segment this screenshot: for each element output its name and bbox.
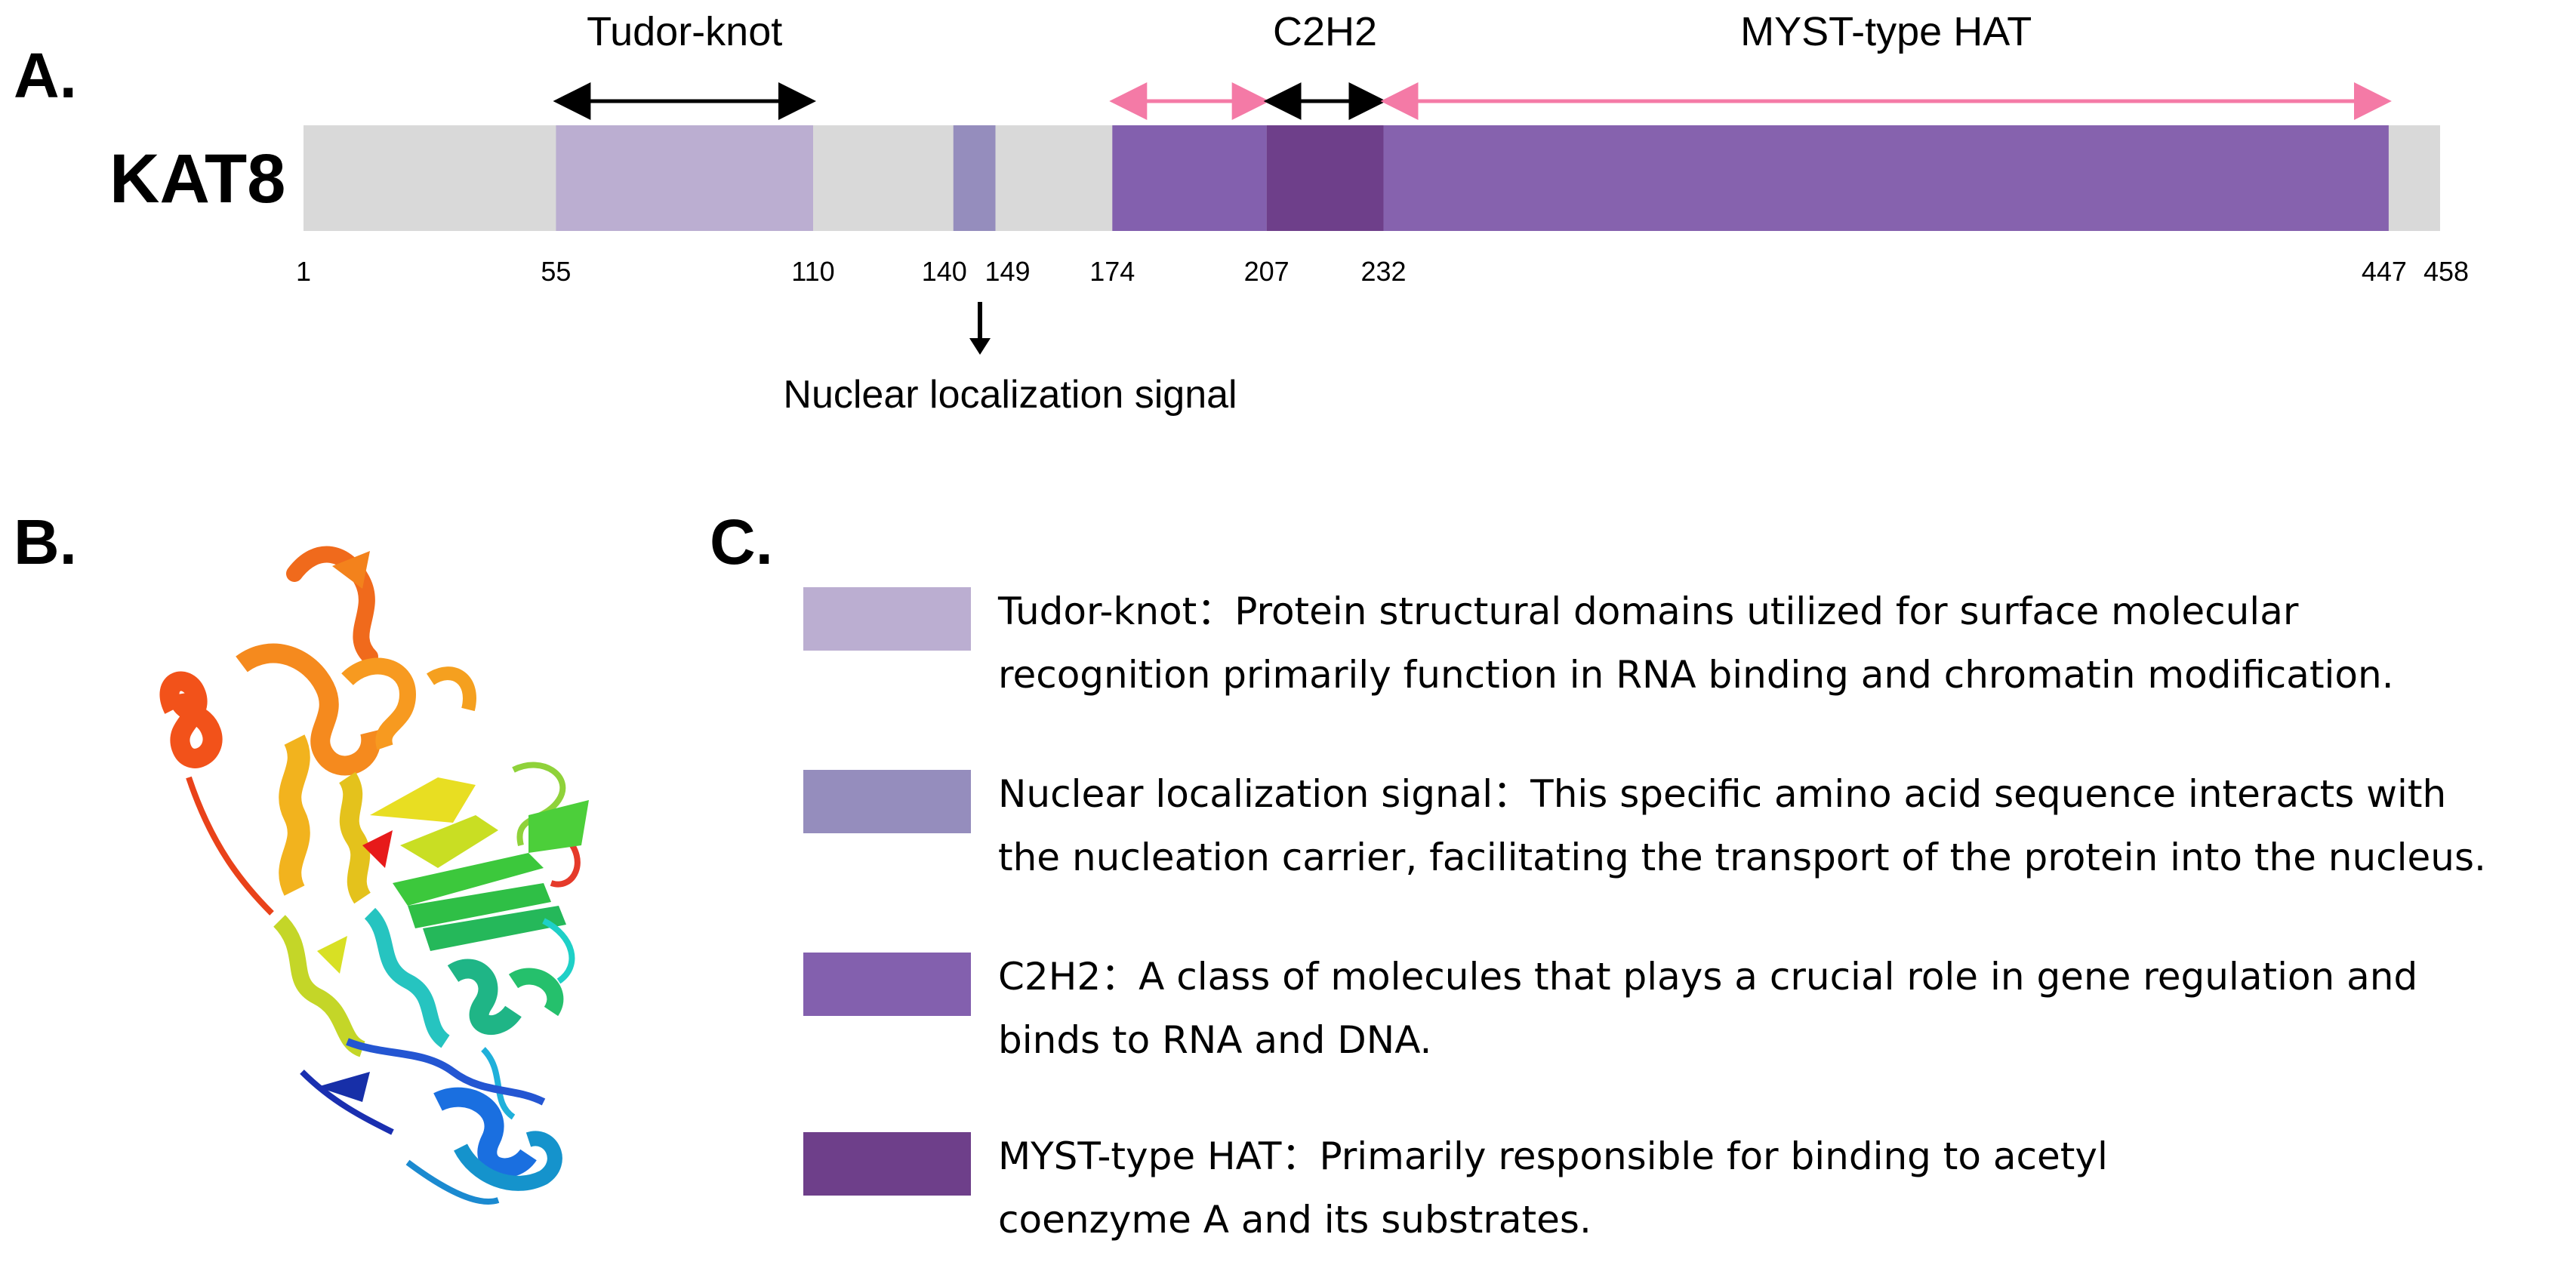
domain-tudor [556,125,813,231]
position-labels: 1 55 110 140 149 174 207 232 447 458 [296,256,2469,287]
legend-line: the nucleation carrier, facilitating the… [998,836,2486,879]
span-label: Tudor-knot [587,9,782,54]
domain-hat-right [1383,125,2389,231]
position-label: 149 [984,256,1030,287]
legend-line: recognition primarily function in RNA bi… [998,653,2394,697]
legend-line: MYST-type HAT：Primarily responsible for … [998,1134,2108,1178]
legend-line: coenzyme A and its substrates. [998,1198,1592,1242]
position-label: 207 [1244,256,1290,287]
span-label: C2H2 [1273,9,1377,54]
legend-line: C2H2：A class of molecules that plays a c… [998,955,2418,999]
nls-label: Nuclear localization signal [783,373,1237,417]
legend-swatch [803,770,971,833]
legend-swatch [803,587,971,651]
nls-arrowhead-icon [969,338,991,355]
legend-swatch [803,1132,971,1196]
domain-c2h2 [1266,125,1384,231]
panel-label-b: B. [14,506,77,577]
domain-nls [953,125,996,231]
legend-text: C2H2：A class of molecules that plays a c… [998,945,2576,1072]
panel-label-c: C. [710,506,773,577]
position-label: 174 [1089,256,1135,287]
position-label: 140 [922,256,967,287]
position-label: 447 [2362,256,2407,287]
legend-text: Nuclear localization signal：This specifi… [998,762,2576,889]
position-label: 458 [2423,256,2469,287]
span-label: MYST-type HAT [1740,9,2032,54]
legend-line: Nuclear localization signal：This specifi… [998,772,2447,816]
legend-text: MYST-type HAT：Primarily responsible for … [998,1125,2576,1251]
position-label: 110 [791,256,834,287]
position-label: 55 [541,256,571,287]
legend-line: binds to RNA and DNA. [998,1018,1432,1062]
domain-span-arrows: Tudor-knot C2H2 MYST-type HAT [553,9,2392,120]
protein-ribbon-structure-icon [159,546,589,1205]
position-label: 232 [1360,256,1406,287]
legend-swatch [803,953,971,1016]
domain-segments [556,125,2389,231]
legend-text: Tudor-knot：Protein structural domains ut… [998,580,2576,706]
panel-label-a: A. [14,40,77,111]
position-label: 1 [296,256,311,287]
legend-line: Tudor-knot：Protein structural domains ut… [998,589,2299,633]
domain-hat-left [1112,125,1267,231]
protein-name: KAT8 [109,140,285,217]
